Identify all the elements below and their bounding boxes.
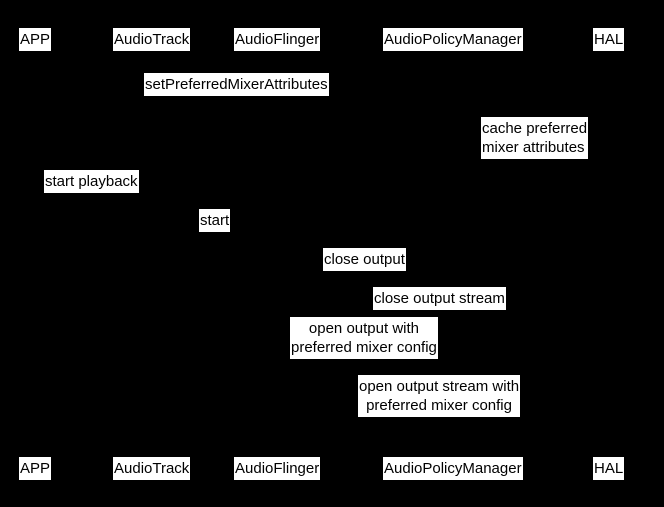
- lifeline-hal: [609, 52, 610, 456]
- open-output-line-2: preferred mixer config: [291, 339, 437, 356]
- participant-label-audiopolicymanager-bottom: AudioPolicyManager: [383, 457, 523, 480]
- participant-label-audiotrack-bottom: AudioTrack: [113, 457, 191, 480]
- arrowhead-open-output-preferred-mixer-config: [450, 357, 457, 365]
- arrow-close-output-stream: [457, 314, 609, 315]
- cache-line-1: cache preferred: [482, 120, 588, 137]
- participant-label-audiotrack-top: AudioTrack: [113, 28, 191, 51]
- message-label-set-preferred-mixer-attributes: setPreferredMixerAttributes: [144, 73, 329, 96]
- participant-label-app-bottom: APP: [19, 457, 52, 480]
- participant-label-hal-top: HAL: [593, 28, 625, 51]
- lifeline-app: [35, 52, 36, 456]
- arrowhead-open-output-stream-preferred-mixer-config: [602, 415, 609, 423]
- self-loop-cache-preferred-mixer-attributes: [457, 140, 484, 164]
- arrowhead-start: [273, 232, 280, 240]
- message-label-start: start: [199, 209, 231, 232]
- arrow-open-output-stream-preferred-mixer-config: [457, 419, 609, 420]
- message-label-open-output-preferred-mixer-config: open output with preferred mixer config: [290, 317, 438, 359]
- message-label-close-output: close output: [323, 248, 406, 271]
- message-label-close-output-stream: close output stream: [373, 287, 506, 310]
- cache-line-2: mixer attributes: [482, 139, 585, 156]
- lifeline-audioflinger: [280, 52, 281, 456]
- participant-label-audiopolicymanager-top: AudioPolicyManager: [383, 28, 523, 51]
- arrow-open-output-preferred-mixer-config: [280, 361, 457, 362]
- arrow-set-preferred-mixer-attributes: [35, 100, 457, 101]
- participant-label-app-top: APP: [19, 28, 52, 51]
- arrowhead-start-playback: [148, 193, 155, 201]
- arrowhead-set-preferred-mixer-attributes: [450, 96, 457, 104]
- message-label-open-output-stream-preferred-mixer-config: open output stream with preferred mixer c…: [358, 375, 521, 417]
- open-output-line-1: open output with: [308, 320, 419, 337]
- message-label-start-playback: start playback: [44, 170, 139, 193]
- participant-label-hal-bottom: HAL: [593, 457, 625, 480]
- arrow-start: [155, 236, 280, 237]
- arrowhead-close-output: [450, 271, 457, 279]
- open-output-stream-line-2: preferred mixer config: [366, 397, 512, 414]
- open-output-stream-line-1: open output stream with: [359, 378, 520, 395]
- lifeline-audiotrack: [155, 52, 156, 456]
- arrowhead-close-output-stream: [602, 310, 609, 318]
- arrow-start-playback: [35, 197, 155, 198]
- participant-label-audioflinger-bottom: AudioFlinger: [234, 457, 321, 480]
- arrow-close-output: [280, 275, 457, 276]
- message-label-cache-preferred-mixer-attributes: cache preferred mixer attributes: [481, 117, 589, 159]
- lifeline-audiopolicymanager: [457, 52, 458, 456]
- participant-label-audioflinger-top: AudioFlinger: [234, 28, 321, 51]
